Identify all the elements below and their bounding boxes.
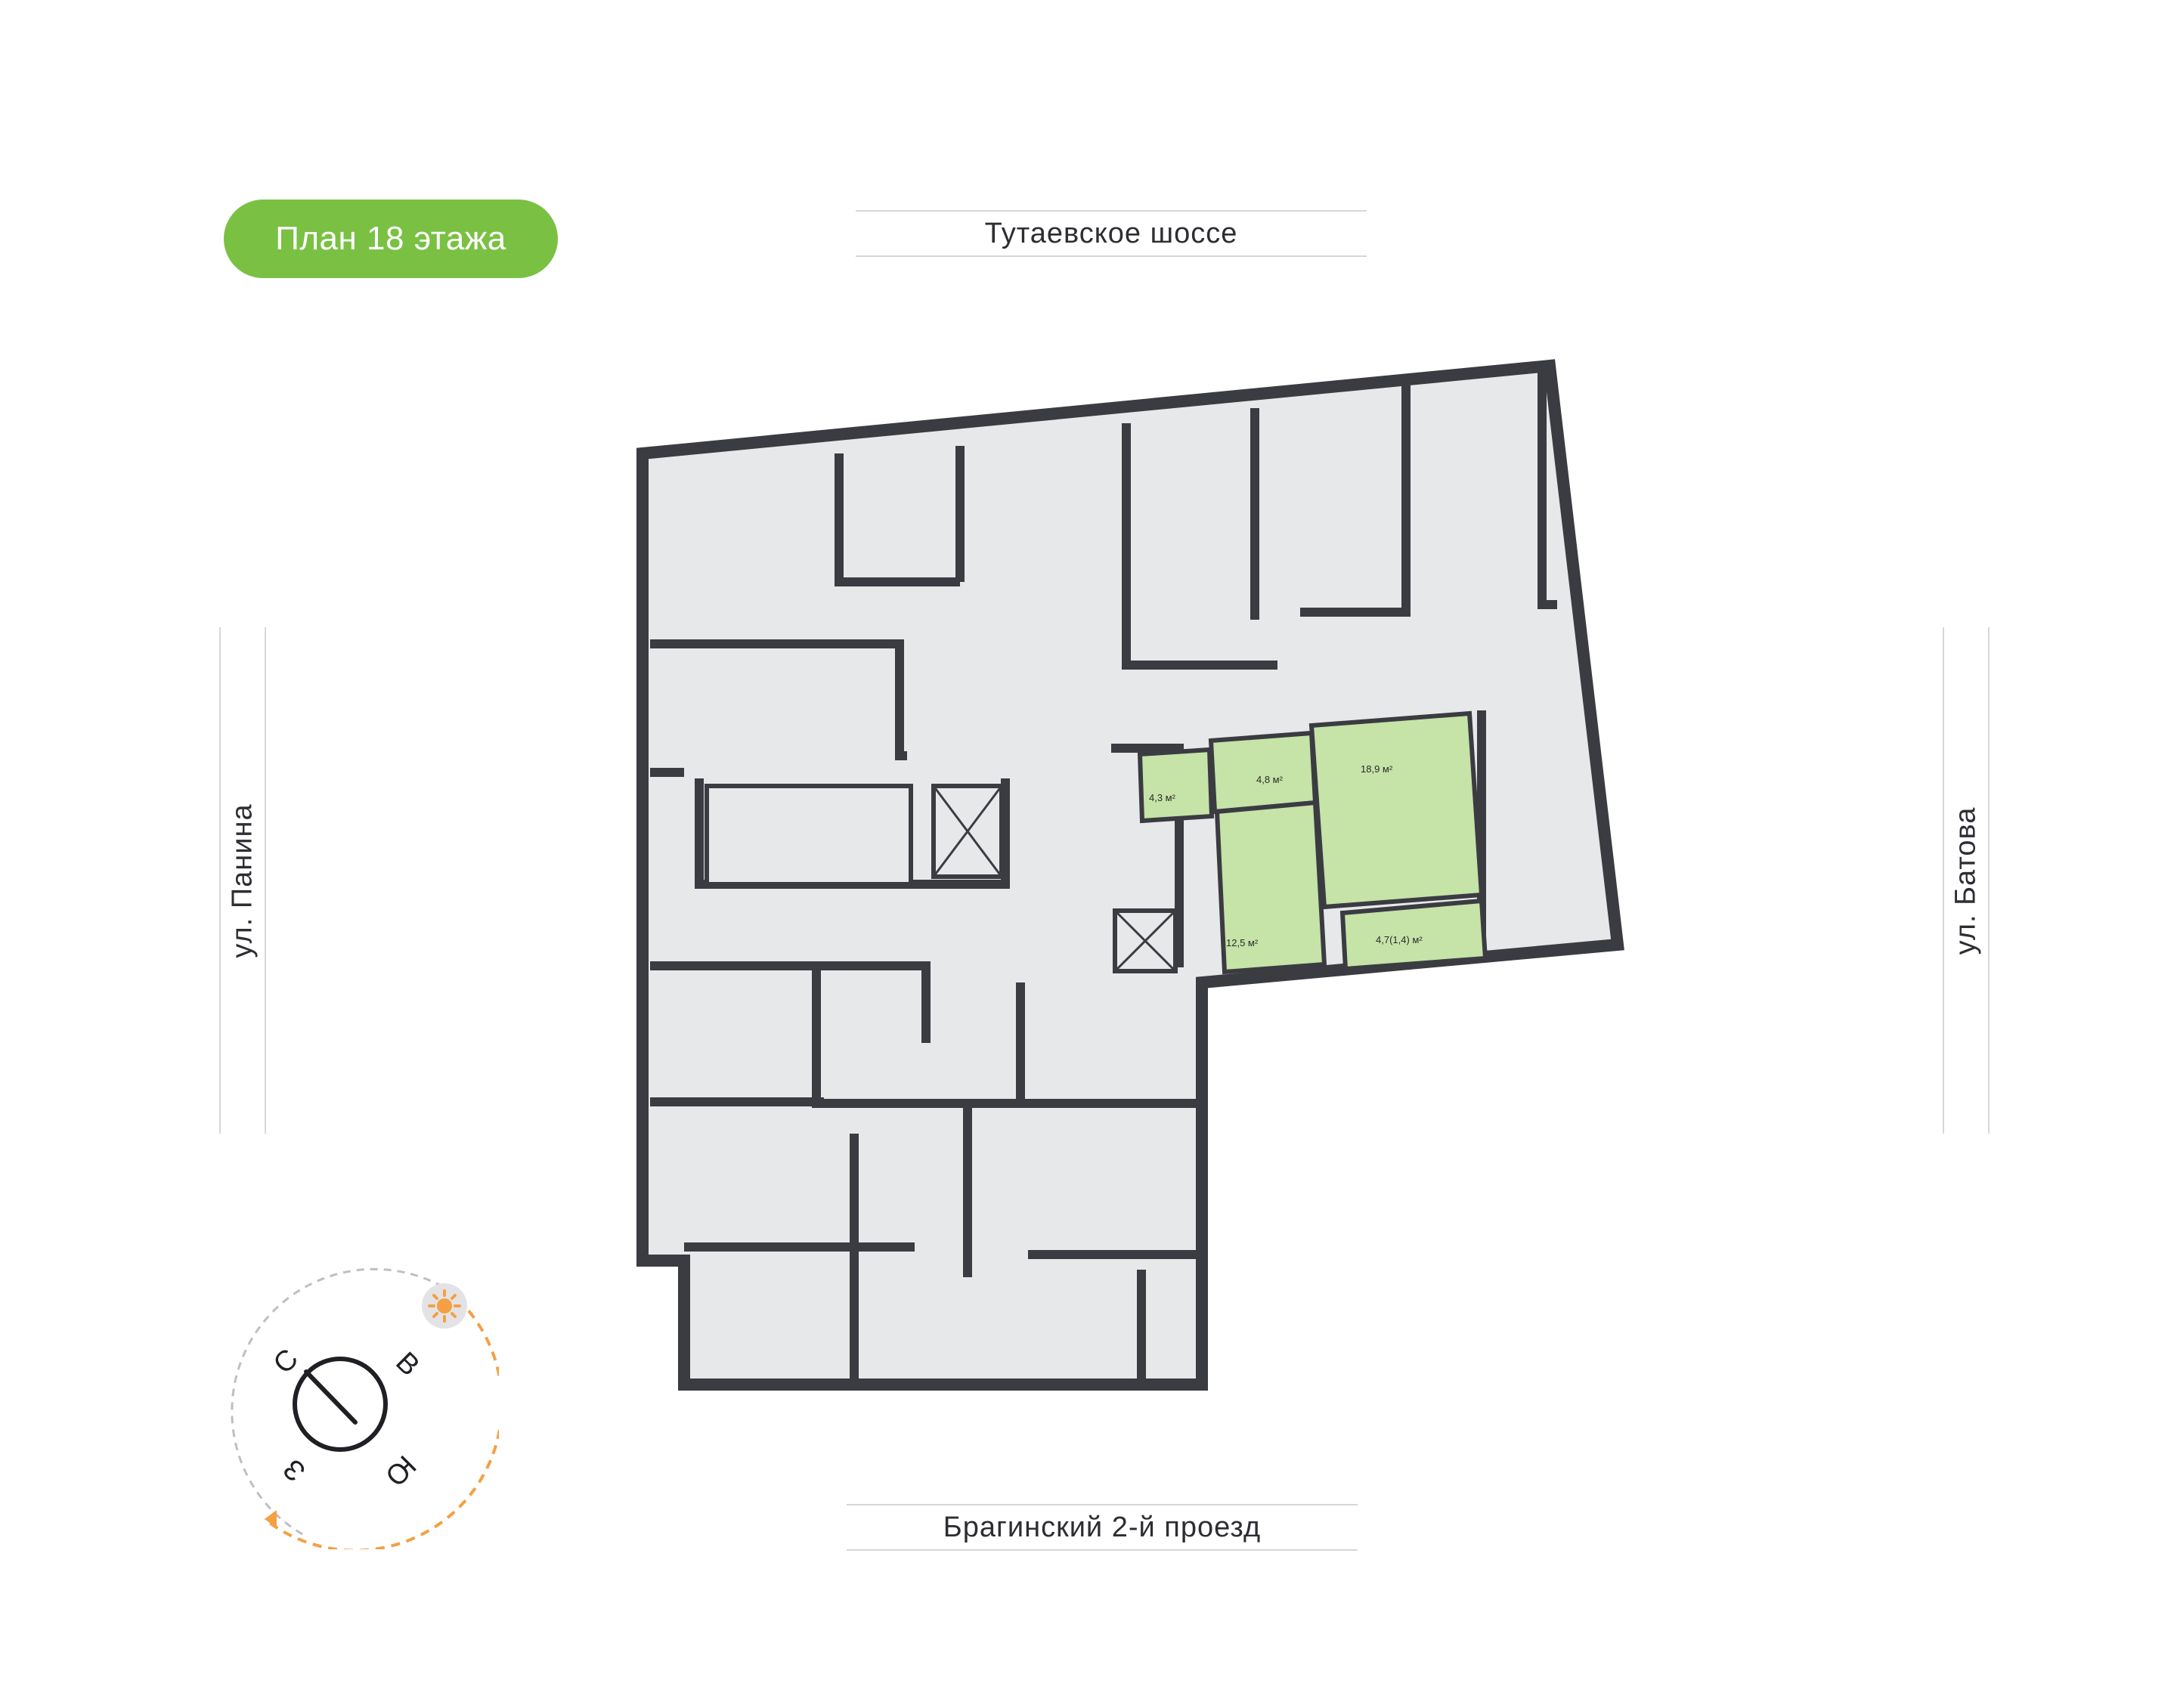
room-balcony	[1339, 898, 1488, 972]
floor-badge: План 18 этажа	[224, 200, 558, 278]
street-label-left: ул. Панина	[219, 627, 266, 1134]
sun-path-gray	[231, 1267, 447, 1536]
room-kitchen	[1214, 800, 1327, 975]
compass: С В Ю З	[231, 1267, 499, 1549]
stairwell	[705, 784, 1178, 973]
sun-path-orange	[263, 1287, 499, 1549]
compass-dial	[293, 1357, 388, 1452]
street-label-right: ул. Батова	[1943, 627, 1990, 1134]
area-label-living: 18,9 м²	[1361, 763, 1393, 775]
interior-walls	[650, 370, 1557, 1383]
room-bathroom	[1137, 747, 1215, 824]
compass-east: В	[389, 1346, 426, 1382]
compass-needle	[304, 1369, 358, 1425]
compass-west: З	[277, 1453, 312, 1487]
room-living	[1308, 710, 1485, 910]
street-label-bottom: Брагинский 2-й проезд	[847, 1504, 1358, 1551]
street-label-top: Тутаевское шоссе	[856, 210, 1367, 257]
sun-rays	[428, 1289, 461, 1323]
room-hallway	[1208, 730, 1318, 815]
area-label-bathroom: 4,3 м²	[1149, 792, 1176, 803]
area-label-kitchen: 12,5 м²	[1226, 937, 1259, 948]
compass-north: С	[268, 1343, 305, 1380]
compass-south: Ю	[379, 1449, 422, 1492]
building-outline	[636, 359, 1624, 1391]
area-label-hallway: 4,8 м²	[1256, 774, 1284, 785]
sun-path-arrow-icon	[265, 1510, 277, 1528]
area-label-balcony: 4,7(1,4) м²	[1376, 934, 1423, 945]
highlighted-apartment	[1137, 710, 1488, 975]
